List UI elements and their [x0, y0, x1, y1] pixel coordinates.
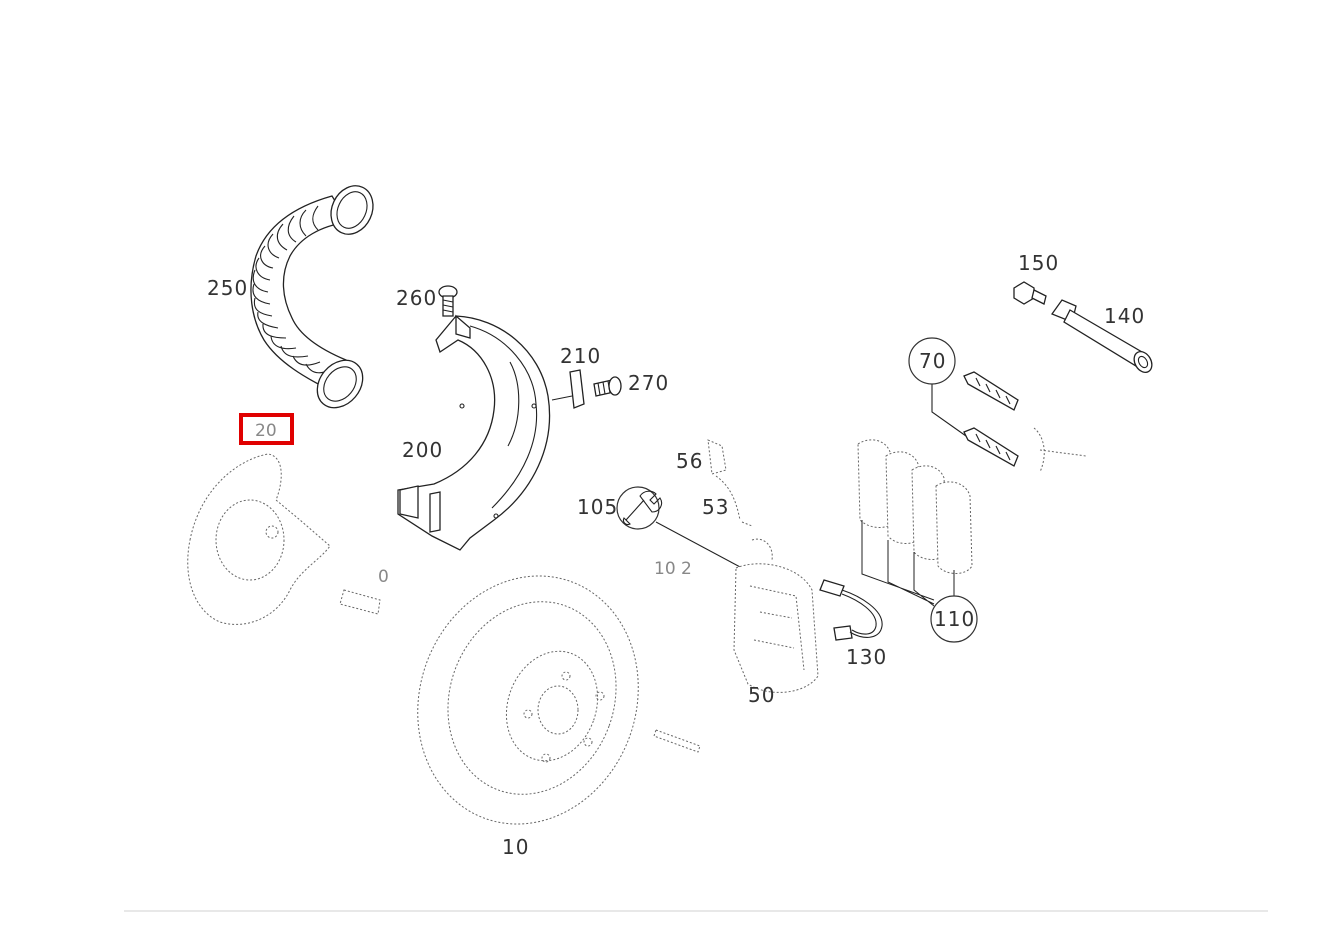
wheel-hub-carrier[interactable]: 0 [187, 453, 389, 625]
callout-260: 260 [396, 286, 437, 310]
brake-caliper-50[interactable]: 10 2 [654, 538, 819, 693]
callout-53: 53 [702, 495, 729, 519]
svg-text:0: 0 [378, 567, 389, 587]
callout-270: 270 [628, 371, 669, 395]
brake-pads-110[interactable] [857, 439, 973, 607]
air-duct-hose[interactable] [250, 179, 381, 417]
svg-text:10 2: 10 2 [654, 559, 692, 579]
callout-bubble-70 [908, 337, 956, 385]
bolts-70[interactable] [931, 371, 1087, 473]
callout-200: 200 [402, 438, 443, 462]
callout-110: 110 [934, 607, 975, 631]
wrench-icon[interactable] [622, 490, 663, 526]
wrench-circle [616, 486, 660, 530]
screw-260[interactable] [438, 285, 458, 317]
screw-150[interactable] [1013, 281, 1047, 305]
bolt-270[interactable] [593, 376, 622, 397]
callout-10: 10 [502, 835, 529, 859]
leader-105 [655, 521, 743, 569]
callout-56: 56 [676, 449, 703, 473]
bracket-210[interactable] [551, 369, 585, 409]
highlight-box[interactable] [239, 413, 294, 445]
callout-bubble-110 [930, 595, 978, 643]
sensor-56[interactable] [707, 439, 753, 527]
splash-shield[interactable] [397, 314, 551, 551]
callout-250: 250 [207, 276, 248, 300]
callout-50: 50 [748, 683, 775, 707]
brake-disc-10[interactable] [383, 545, 701, 856]
callout-105: 105 [577, 495, 618, 519]
callout-130: 130 [846, 645, 887, 669]
callout-140: 140 [1104, 304, 1145, 328]
callout-150: 150 [1018, 251, 1059, 275]
guide-pin-140[interactable] [1050, 299, 1155, 376]
callout-70: 70 [919, 349, 946, 373]
callout-210: 210 [560, 344, 601, 368]
wear-sensor-wire-130[interactable] [819, 579, 883, 641]
callout-highlighted[interactable]: 20 [255, 421, 277, 441]
